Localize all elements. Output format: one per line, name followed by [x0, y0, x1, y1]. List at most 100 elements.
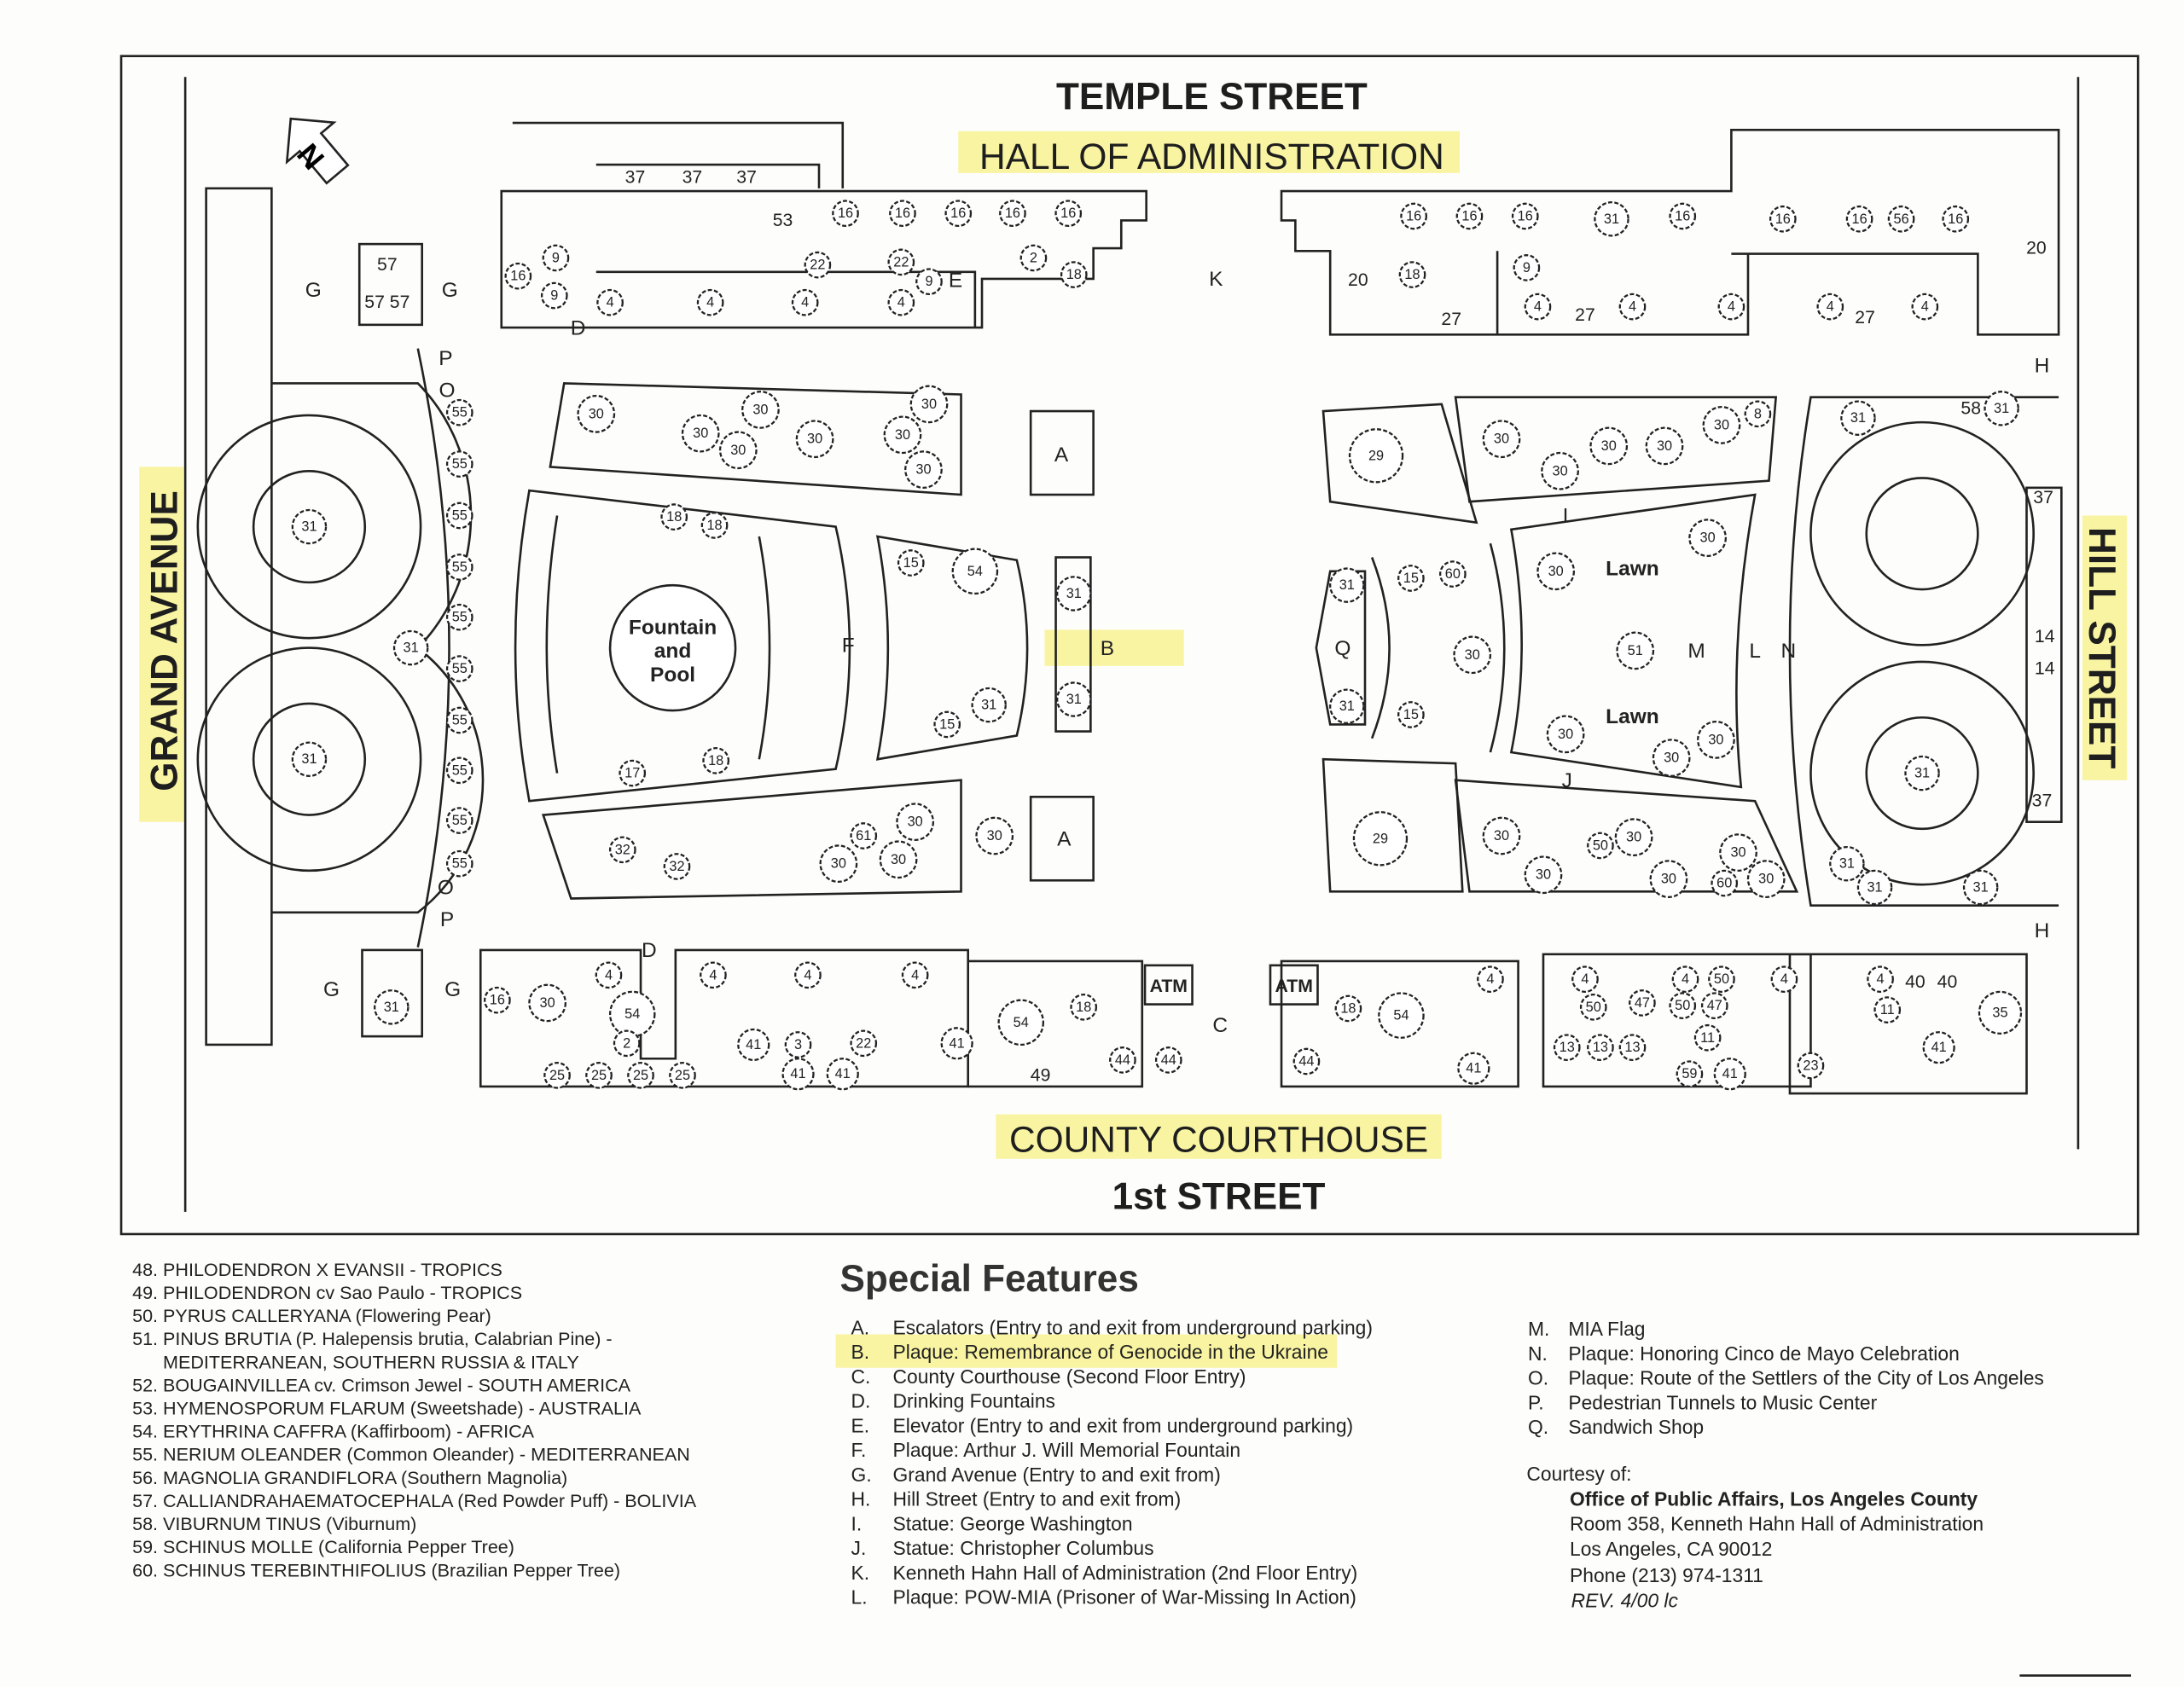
- tree-marker: 4: [1671, 965, 1699, 994]
- special-feature-item: Plaque: POW-MIA (Prisoner of War-Missing…: [893, 1586, 1356, 1609]
- tree-icon: [1978, 990, 2023, 1035]
- tree-marker: 18: [1060, 261, 1088, 288]
- tree-marker: 25: [543, 1062, 571, 1089]
- tree-icon: [1054, 200, 1083, 228]
- tree-marker: 51: [1616, 631, 1655, 670]
- tree-icon: [1829, 845, 1865, 882]
- tree-marker: 30: [1546, 715, 1585, 754]
- street-hill: HILL STREET: [2081, 527, 2123, 768]
- tree-marker: 31: [1904, 755, 1940, 791]
- tree-marker: 54: [997, 999, 1044, 1046]
- tree-species-number: 18: [1340, 1000, 1356, 1016]
- tree-species-number: 4: [1827, 299, 1834, 315]
- tree-marker: 55: [445, 554, 473, 581]
- tree-marker: 15: [933, 710, 961, 739]
- tree-species-number: 16: [1775, 212, 1791, 227]
- tree-icon: [795, 420, 834, 459]
- feature-marker-h: H: [2035, 919, 2050, 942]
- tree-species-number: 9: [1523, 260, 1531, 275]
- tree-icon: [1060, 261, 1088, 288]
- tree-species-number: 50: [1586, 1000, 1601, 1015]
- special-feature-item: Plaque: Honoring Cinco de Mayo Celebrati…: [1568, 1342, 1959, 1365]
- special-feature-item: Pedestrian Tunnels to Music Center: [1568, 1391, 1877, 1413]
- fountain-label: Fountain: [629, 616, 717, 639]
- tree-icon: [1873, 996, 1902, 1023]
- plant-number-label: 27: [1855, 308, 1875, 328]
- plant-legend-item: 55. NERIUM OLEANDER (Common Oleander) - …: [132, 1444, 690, 1465]
- tree-marker: 18: [1070, 994, 1098, 1021]
- tree-species-number: 11: [1700, 1030, 1715, 1046]
- plant-legend-item: 48. PHILODENDRON X EVANSII - TROPICS: [132, 1259, 502, 1280]
- plant-legend-item: 53. HYMENOSPORUM FLARUM (Sweetshade) - A…: [132, 1398, 642, 1419]
- revision-note: REV. 4/00 lc: [1571, 1590, 1679, 1612]
- hall-building-outline: [500, 121, 2060, 336]
- tree-marker: 30: [718, 431, 758, 470]
- tree-icon: [887, 248, 915, 276]
- tree-marker: 50: [1669, 992, 1697, 1020]
- tree-species-number: 18: [708, 753, 723, 768]
- highlight-hall: [958, 130, 1461, 173]
- tree-icon: [1671, 965, 1699, 994]
- tree-species-number: 16: [950, 206, 966, 221]
- tree-marker: 18: [702, 747, 730, 774]
- tree-icon: [291, 741, 328, 777]
- tree-marker: 3: [784, 1031, 812, 1058]
- tree-icon: [1397, 701, 1425, 728]
- tree-species-number: 31: [1914, 766, 1930, 781]
- tree-marker: 4: [1911, 293, 1939, 321]
- tree-marker: 31: [1056, 681, 1092, 717]
- tree-marker: 16: [1669, 202, 1697, 230]
- tree-icon: [1911, 293, 1939, 321]
- atm-west[interactable]: ATM: [1150, 977, 1188, 996]
- tree-marker: 31: [1962, 869, 1999, 906]
- tree-species-number: 4: [605, 967, 613, 983]
- tree-species-number: 29: [1368, 448, 1384, 463]
- tree-species-number: 22: [856, 1035, 871, 1051]
- tree-marker: 25: [669, 1062, 696, 1089]
- courthouse-building-outline: [479, 948, 2028, 1095]
- tree-species-number: 31: [1604, 212, 1619, 227]
- tree-icon: [1652, 739, 1691, 777]
- tree-marker: 13: [1553, 1034, 1581, 1062]
- tree-marker: 17: [619, 759, 647, 787]
- tree-marker: 22: [887, 248, 915, 276]
- tree-icon: [1816, 293, 1844, 321]
- tree-marker: 32: [608, 836, 636, 864]
- tree-species-number: 4: [1486, 971, 1494, 987]
- atm-east[interactable]: ATM: [1275, 977, 1313, 996]
- tree-species-number: 41: [1931, 1040, 1947, 1055]
- tree-icon: [897, 549, 925, 577]
- feature-marker-k: K: [1209, 268, 1223, 291]
- tree-icon: [1553, 1034, 1581, 1062]
- tree-icon: [819, 844, 858, 884]
- tree-species-number: 50: [1593, 838, 1608, 853]
- plant-number-label: 37: [625, 167, 646, 187]
- tree-marker: 30: [1541, 451, 1579, 490]
- feature-marker-j: J: [1562, 769, 1572, 792]
- tree-icon: [1856, 869, 1893, 906]
- tree-species-number: 4: [804, 967, 811, 983]
- tree-marker: 16: [1054, 200, 1083, 228]
- tree-icon: [1719, 833, 1757, 872]
- tree-marker: 30: [1589, 426, 1629, 466]
- plant-number-label: 53: [773, 211, 793, 230]
- tree-species-number: 30: [1494, 432, 1509, 447]
- fountain-label-2: and: [654, 640, 692, 663]
- tree-icon: [696, 288, 724, 316]
- tree-icon: [1056, 576, 1092, 612]
- plant-number-label: 57 57: [364, 293, 410, 312]
- tree-marker: 30: [1453, 635, 1492, 675]
- feature-marker-a: A: [1057, 827, 1072, 850]
- feature-marker-f: F: [842, 635, 855, 658]
- tree-marker: 30: [904, 450, 943, 490]
- tree-marker: 30: [896, 803, 935, 842]
- tree-icon: [445, 501, 473, 530]
- tree-icon: [944, 200, 973, 228]
- tree-icon: [1645, 426, 1684, 466]
- tree-icon: [1439, 560, 1467, 588]
- tree-icon: [374, 989, 410, 1025]
- tree-species-number: 56: [1893, 212, 1908, 227]
- tree-species-number: 4: [1921, 299, 1929, 315]
- feature-marker-h: H: [2035, 354, 2050, 377]
- tree-icon: [445, 849, 473, 878]
